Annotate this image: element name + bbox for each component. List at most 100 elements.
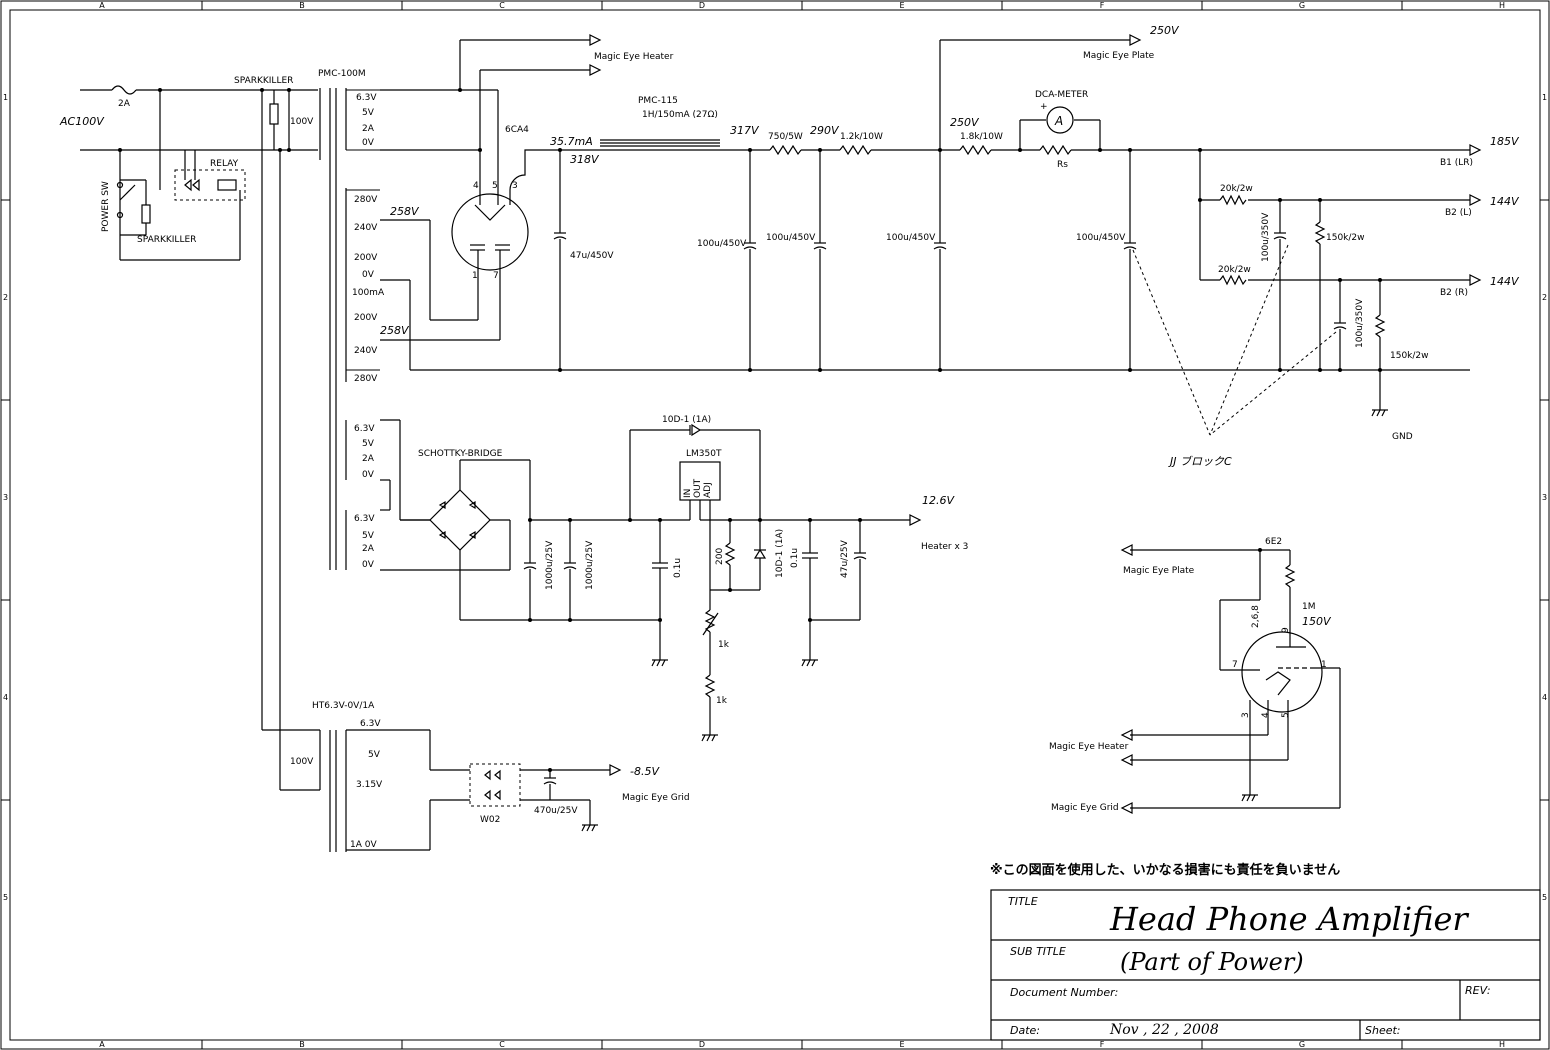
b1-v-label: 185V (1490, 135, 1520, 148)
v12-6-label: 12.6V (922, 494, 955, 507)
sparkkiller2-resistor (141, 204, 151, 224)
tap-b-1: 240V (354, 223, 378, 233)
vr-1k (704, 609, 716, 633)
v258-a-label: 258V (390, 205, 420, 218)
rev-label: REV: (1465, 984, 1491, 997)
ammeter-symbol: A (1054, 114, 1063, 128)
c470-label: 470u/25V (534, 806, 578, 816)
tap-b-4: 100mA (352, 288, 385, 298)
tap-a-0: 6.3V (356, 93, 377, 103)
c-r-label: 100u/350V (1355, 298, 1365, 348)
col-label-g: G (1299, 1, 1305, 10)
col-label-h: H (1499, 1, 1505, 10)
schottky-label: SCHOTTKY-BRIDGE (418, 449, 503, 459)
title-text: Head Phone Amplifier (1109, 900, 1469, 938)
ac-input: AC100V 2A SPARKKILLER 100V RELAY POWER S… (59, 76, 318, 790)
col-label-h-bottom: H (1499, 1040, 1505, 1049)
col-label-d: D (699, 1, 705, 10)
r1m-label: 1M (1302, 602, 1316, 612)
pin-label: 3 (512, 181, 518, 191)
me-pin-label: 3 (1241, 712, 1251, 718)
pin-label: 4 (473, 181, 479, 191)
row-label-1: 1 (3, 93, 8, 102)
tap-a-1: 5V (362, 108, 375, 118)
col-label-f-bottom: F (1100, 1040, 1105, 1049)
meter-label: DCA-METER (1035, 90, 1088, 100)
v317-label: 317V (730, 124, 760, 137)
row-label-2: 2 (3, 293, 8, 302)
diode-top-label: 10D-1 (1A) (662, 415, 711, 425)
v250-label: 250V (950, 116, 980, 129)
c100d-label: 100u/450V (1076, 233, 1126, 243)
tap-a-3: 0V (362, 138, 375, 148)
v290-label: 290V (810, 124, 840, 137)
magic-eye: 6E2 Magic Eye Plate 1M 150V Magic Eye Gr… (1049, 537, 1341, 814)
tap-b-0: 280V (354, 195, 378, 205)
w02-box (469, 763, 521, 807)
me-pin-label: 4 (1261, 712, 1271, 718)
c01a-label: 0.1u (673, 558, 683, 578)
row-label-5-right: 5 (1542, 893, 1547, 902)
ht-xfmr-label: HT6.3V-0V/1A (312, 701, 375, 711)
vr-label: 1k (718, 640, 730, 650)
r150k-r-label: 150k/2w (1390, 351, 1429, 361)
ac-label: AC100V (59, 115, 105, 128)
tap-a-2: 2A (362, 124, 375, 134)
sparkkiller-resistor (269, 103, 279, 125)
tap-c-0: 6.3V (354, 424, 375, 434)
r150k-l-label: 150k/2w (1326, 233, 1365, 243)
choke-spec-label: 1H/150mA (27Ω) (642, 110, 718, 120)
heater-supply: SCHOTTKY-BRIDGE 1000u/25V 1000u/25V 0.1u… (400, 415, 968, 742)
gnd-label: GND (1392, 432, 1413, 442)
col-label-e: E (899, 1, 904, 10)
resistor-1k8 (959, 144, 992, 156)
ht-primary-label: 100V (290, 757, 314, 767)
w02-label: W02 (480, 815, 500, 825)
r20k-l-label: 20k/2w (1220, 184, 1253, 194)
sheet-label: Sheet: (1365, 1024, 1401, 1037)
r1k8-label: 1.8k/10W (960, 132, 1003, 142)
jj-label: JJ ブロックC (1168, 455, 1232, 468)
c100c-label: 100u/450V (886, 233, 936, 243)
row-label-4: 4 (3, 693, 8, 702)
b1-label: B1 (LR) (1440, 158, 1473, 168)
tap-b-2: 200V (354, 253, 378, 263)
r20k-r-label: 20k/2w (1218, 265, 1251, 275)
tap-d-2: 2A (362, 544, 375, 554)
plate-out-label: Magic Eye Plate (1083, 51, 1155, 61)
grid-supply: HT6.3V-0V/1A 100V 6.3V 5V 3.15V 1A 0V W0… (262, 701, 690, 852)
relay-box (174, 169, 246, 201)
c-l-label: 100u/350V (1261, 212, 1271, 262)
plate-v-label: 250V (1150, 24, 1180, 37)
tap-b-7: 280V (354, 374, 378, 384)
ht-tap-label: 3.15V (356, 780, 383, 790)
row-label-1-right: 1 (1542, 93, 1547, 102)
grid-out-label: Magic Eye Grid (622, 793, 690, 803)
power-sw-label: POWER SW (101, 181, 111, 232)
ht-tap-label: 5V (368, 750, 381, 760)
outputs: 185V B1 (LR) 20k/2w 144V B2 (L) 100u/350… (1132, 135, 1520, 468)
fuse-symbol (111, 85, 137, 95)
col-label-b-bottom: B (299, 1040, 305, 1049)
b2l-v-label: 144V (1490, 195, 1520, 208)
me-pin-label: 2,6,8 (1251, 605, 1261, 628)
r750-label: 750/5W (768, 132, 803, 142)
c1000a-label: 1000u/25V (545, 540, 555, 590)
v318-label: 318V (570, 153, 600, 166)
diode-side-label: 10D-1 (1A) (775, 529, 785, 578)
r1k2-label: 1.2k/10W (840, 132, 883, 142)
tap-b-3: 0V (362, 270, 375, 280)
tube-6e2-label: 6E2 (1265, 537, 1282, 547)
resistor-rs (1039, 144, 1072, 156)
heater-x3-label: Heater x 3 (921, 542, 968, 552)
tap-b-5: 200V (354, 313, 378, 323)
reg-pin-label: IN (683, 489, 693, 498)
v150-label: 150V (1302, 615, 1332, 628)
col-label-d-bottom: D (699, 1040, 705, 1049)
date-label: Date: (1010, 1024, 1040, 1037)
me-pin-label: 9 (1281, 627, 1291, 633)
choke-label: PMC-115 (638, 96, 678, 106)
docnum-label: Document Number: (1010, 986, 1118, 999)
